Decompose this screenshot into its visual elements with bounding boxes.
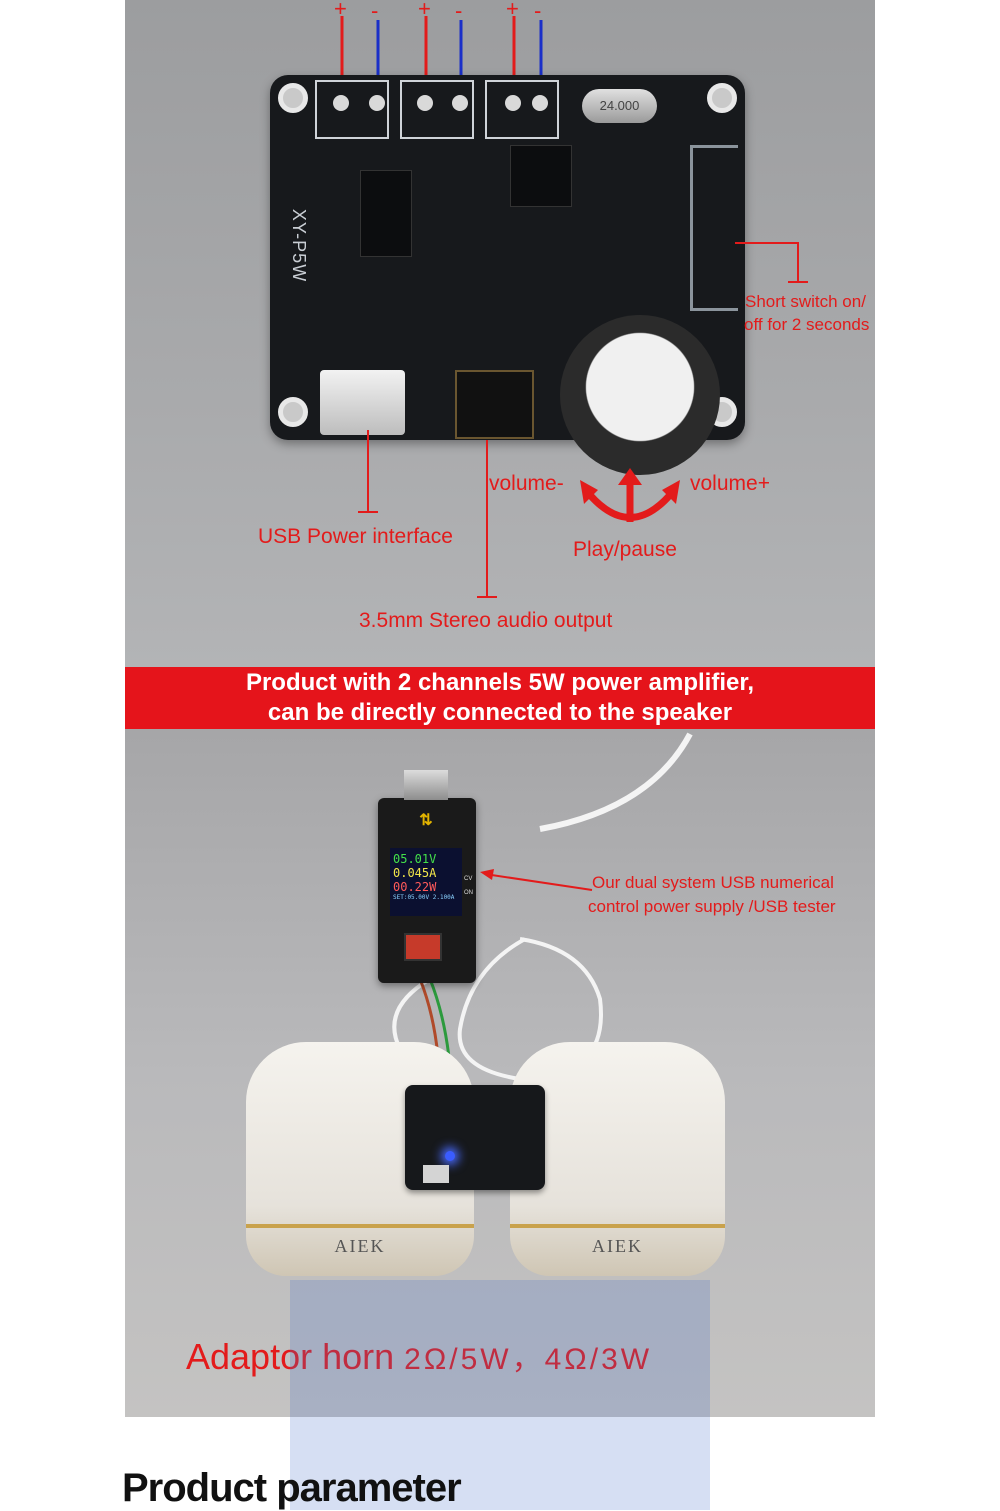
pin-sign-3: + (418, 0, 431, 21)
terminal-block (315, 80, 389, 139)
audio-jack (455, 370, 534, 439)
feature-banner: Product with 2 channels 5W power amplifi… (125, 667, 875, 729)
amplifier-board: 24.000 XY-P5W (270, 75, 745, 475)
speaker-trim (510, 1224, 725, 1228)
section-title: Product parameter (122, 1466, 462, 1510)
banner-line-2: can be directly connected to the speaker (267, 699, 733, 726)
crystal-oscillator: 24.000 (582, 89, 657, 123)
speaker-right: AIEK (510, 1042, 725, 1276)
solder-pad (369, 95, 385, 111)
mount-hole (278, 397, 308, 427)
short-switch-label-line1: Short switch on/ (745, 292, 866, 311)
mount-hole (278, 83, 308, 113)
audio-output-label: 3.5mm Stereo audio output (359, 609, 613, 632)
pin-sign-5: + (506, 0, 519, 21)
solder-pad (505, 95, 521, 111)
usb-logo-icon: ⇅ (419, 812, 433, 829)
amplifier-chip (360, 170, 412, 257)
bluetooth-chip (510, 145, 572, 207)
banner-line-1: Product with 2 channels 5W power amplifi… (245, 669, 755, 696)
pin-sign-4: - (455, 0, 463, 23)
status-led (445, 1151, 455, 1161)
play-pause-label: Play/pause (573, 538, 677, 561)
antenna (690, 145, 738, 311)
tester-switch (404, 933, 442, 961)
adaptor-horn-label: Adaptor horn 2Ω/5W，4Ω/3W (186, 1334, 652, 1378)
solder-pad (452, 95, 468, 111)
speaker-brand-right: AIEK (592, 1236, 643, 1256)
current-readout: 0.045A (393, 866, 437, 880)
volume-knob (560, 315, 720, 475)
tester-screen: 05.01V 0.045A 00.22W SET:05.00V 2.100A (390, 848, 462, 916)
pin-sign-1: + (334, 0, 347, 21)
usb-cable (392, 732, 693, 1100)
tester-mode-cv: CV (464, 876, 473, 882)
usb-power-label: USB Power interface (258, 525, 453, 548)
set-readout: SET:05.00V 2.100A (393, 894, 455, 901)
adaptor-spec: 2Ω/5W，4Ω/3W (404, 1343, 653, 1376)
short-switch-label-line2: off for 2 seconds (744, 315, 870, 334)
watermark-shape (290, 1280, 710, 1510)
callout-lines (358, 242, 808, 598)
terminal-block (400, 80, 474, 139)
speaker-trim (246, 1224, 474, 1228)
speaker-brand-left: AIEK (334, 1236, 386, 1256)
tester-label-line1: Our dual system USB numerical (592, 873, 834, 892)
solder-pad (532, 95, 548, 111)
crystal-label: 24.000 (599, 98, 640, 113)
mount-hole (707, 83, 737, 113)
tester-mode-on: ON (464, 890, 473, 896)
volume-plus-label: volume+ (690, 472, 770, 495)
voltage-readout: 05.01V (393, 852, 437, 866)
pin-sign-2: - (371, 0, 379, 23)
power-readout: 00.22W (393, 880, 437, 894)
solder-pad (417, 95, 433, 111)
mounted-amplifier-board (405, 1085, 545, 1190)
adaptor-prefix: Adaptor horn (186, 1336, 395, 1377)
usb-plug (404, 770, 448, 800)
terminal-block (485, 80, 559, 139)
solder-pad (333, 95, 349, 111)
pin-sign-6: - (534, 0, 542, 23)
tester-pointer (480, 869, 593, 891)
usb-tester: ⇅ 05.01V 0.045A 00.22W SET:05.00V 2.100A… (378, 770, 476, 983)
micro-usb-port (320, 370, 405, 435)
tester-label-line2: control power supply /USB tester (588, 897, 836, 916)
volume-minus-label: volume- (489, 472, 564, 495)
mini-usb-port (423, 1165, 449, 1183)
